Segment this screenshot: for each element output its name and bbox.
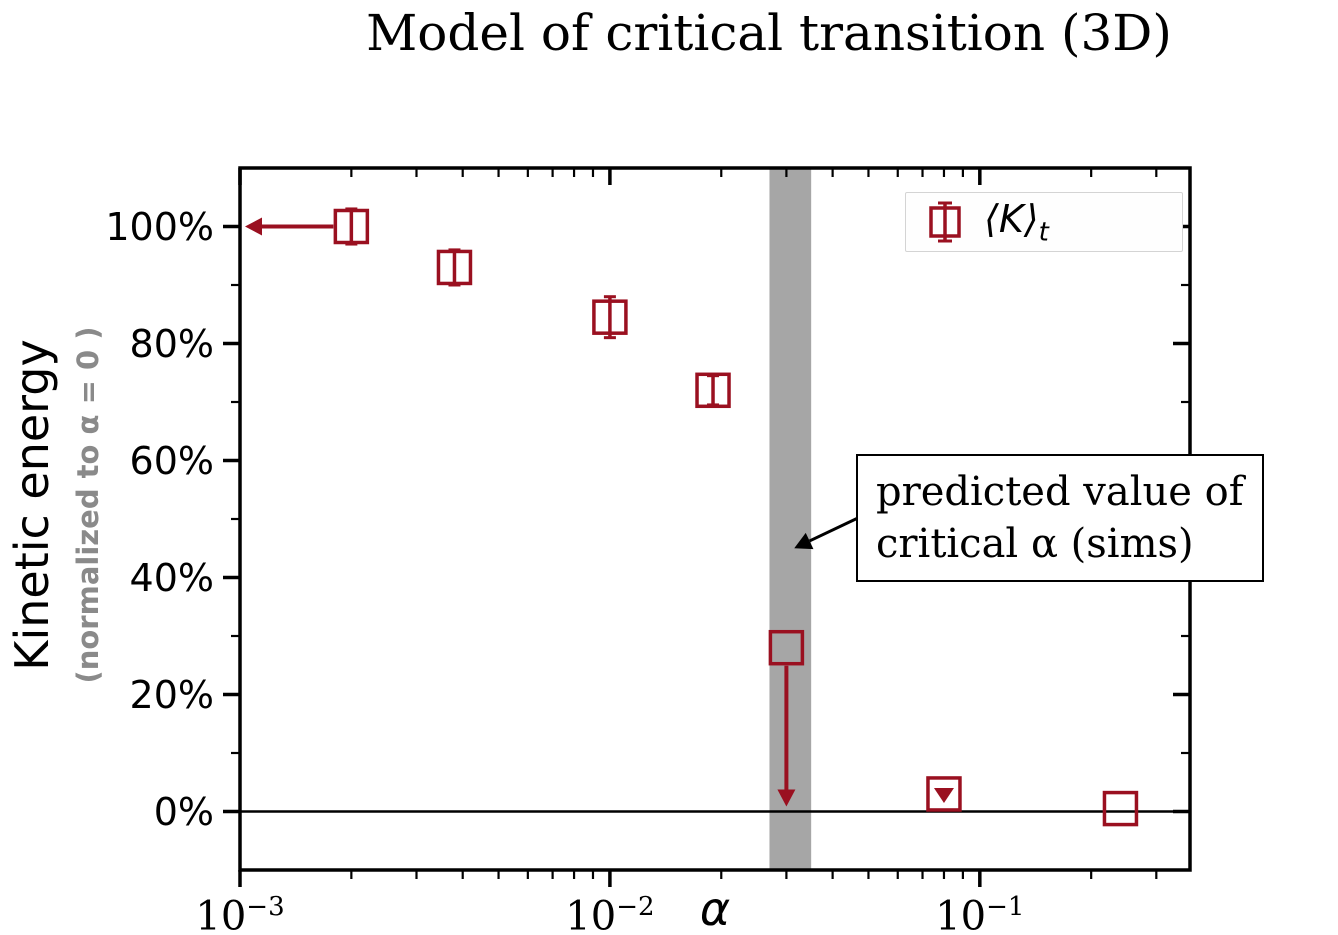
legend-marker-icon xyxy=(929,201,961,243)
y-tick-label: 80% xyxy=(129,321,214,366)
x-tick-label: 10−2 xyxy=(565,892,655,935)
data-point-square xyxy=(768,629,805,666)
y-tick-label: 0% xyxy=(153,789,214,834)
critical-alpha-band xyxy=(769,168,812,870)
y-axis-label: Kinetic energy xyxy=(5,339,59,671)
data-point-square xyxy=(592,299,628,335)
upper-limit-triangle xyxy=(933,787,954,803)
y-tick-label: 100% xyxy=(105,204,214,249)
x-tick-label: 10−1 xyxy=(935,892,1025,935)
y-tick-label: 60% xyxy=(129,438,214,483)
chart-title: Model of critical transition (3D) xyxy=(366,4,1172,62)
y-axis-sublabel: (normalized to α = 0 ) xyxy=(71,326,105,684)
upper-limit-arrow-down-head xyxy=(777,789,796,807)
data-point-square xyxy=(926,776,962,812)
data-point-square xyxy=(333,208,370,245)
legend: ⟨K⟩t xyxy=(905,192,1183,252)
annotation-box: predicted value of critical α (sims) xyxy=(856,454,1264,582)
annotation-line-2: critical α (sims) xyxy=(876,521,1194,567)
legend-label: ⟨K⟩t xyxy=(984,196,1049,248)
annotation-arrow xyxy=(808,515,861,543)
x-tick-label: 10−3 xyxy=(195,892,285,935)
upper-limit-arrow-left-head xyxy=(245,217,262,236)
annotation-line-1: predicted value of xyxy=(876,469,1244,515)
data-point-square xyxy=(695,372,731,409)
y-tick-label: 40% xyxy=(129,555,214,600)
y-tick-label: 20% xyxy=(129,672,214,717)
data-point-square xyxy=(1102,790,1139,827)
data-point-square xyxy=(436,249,473,286)
annotation-arrow-head xyxy=(794,532,814,550)
x-axis-label: α xyxy=(699,882,731,935)
